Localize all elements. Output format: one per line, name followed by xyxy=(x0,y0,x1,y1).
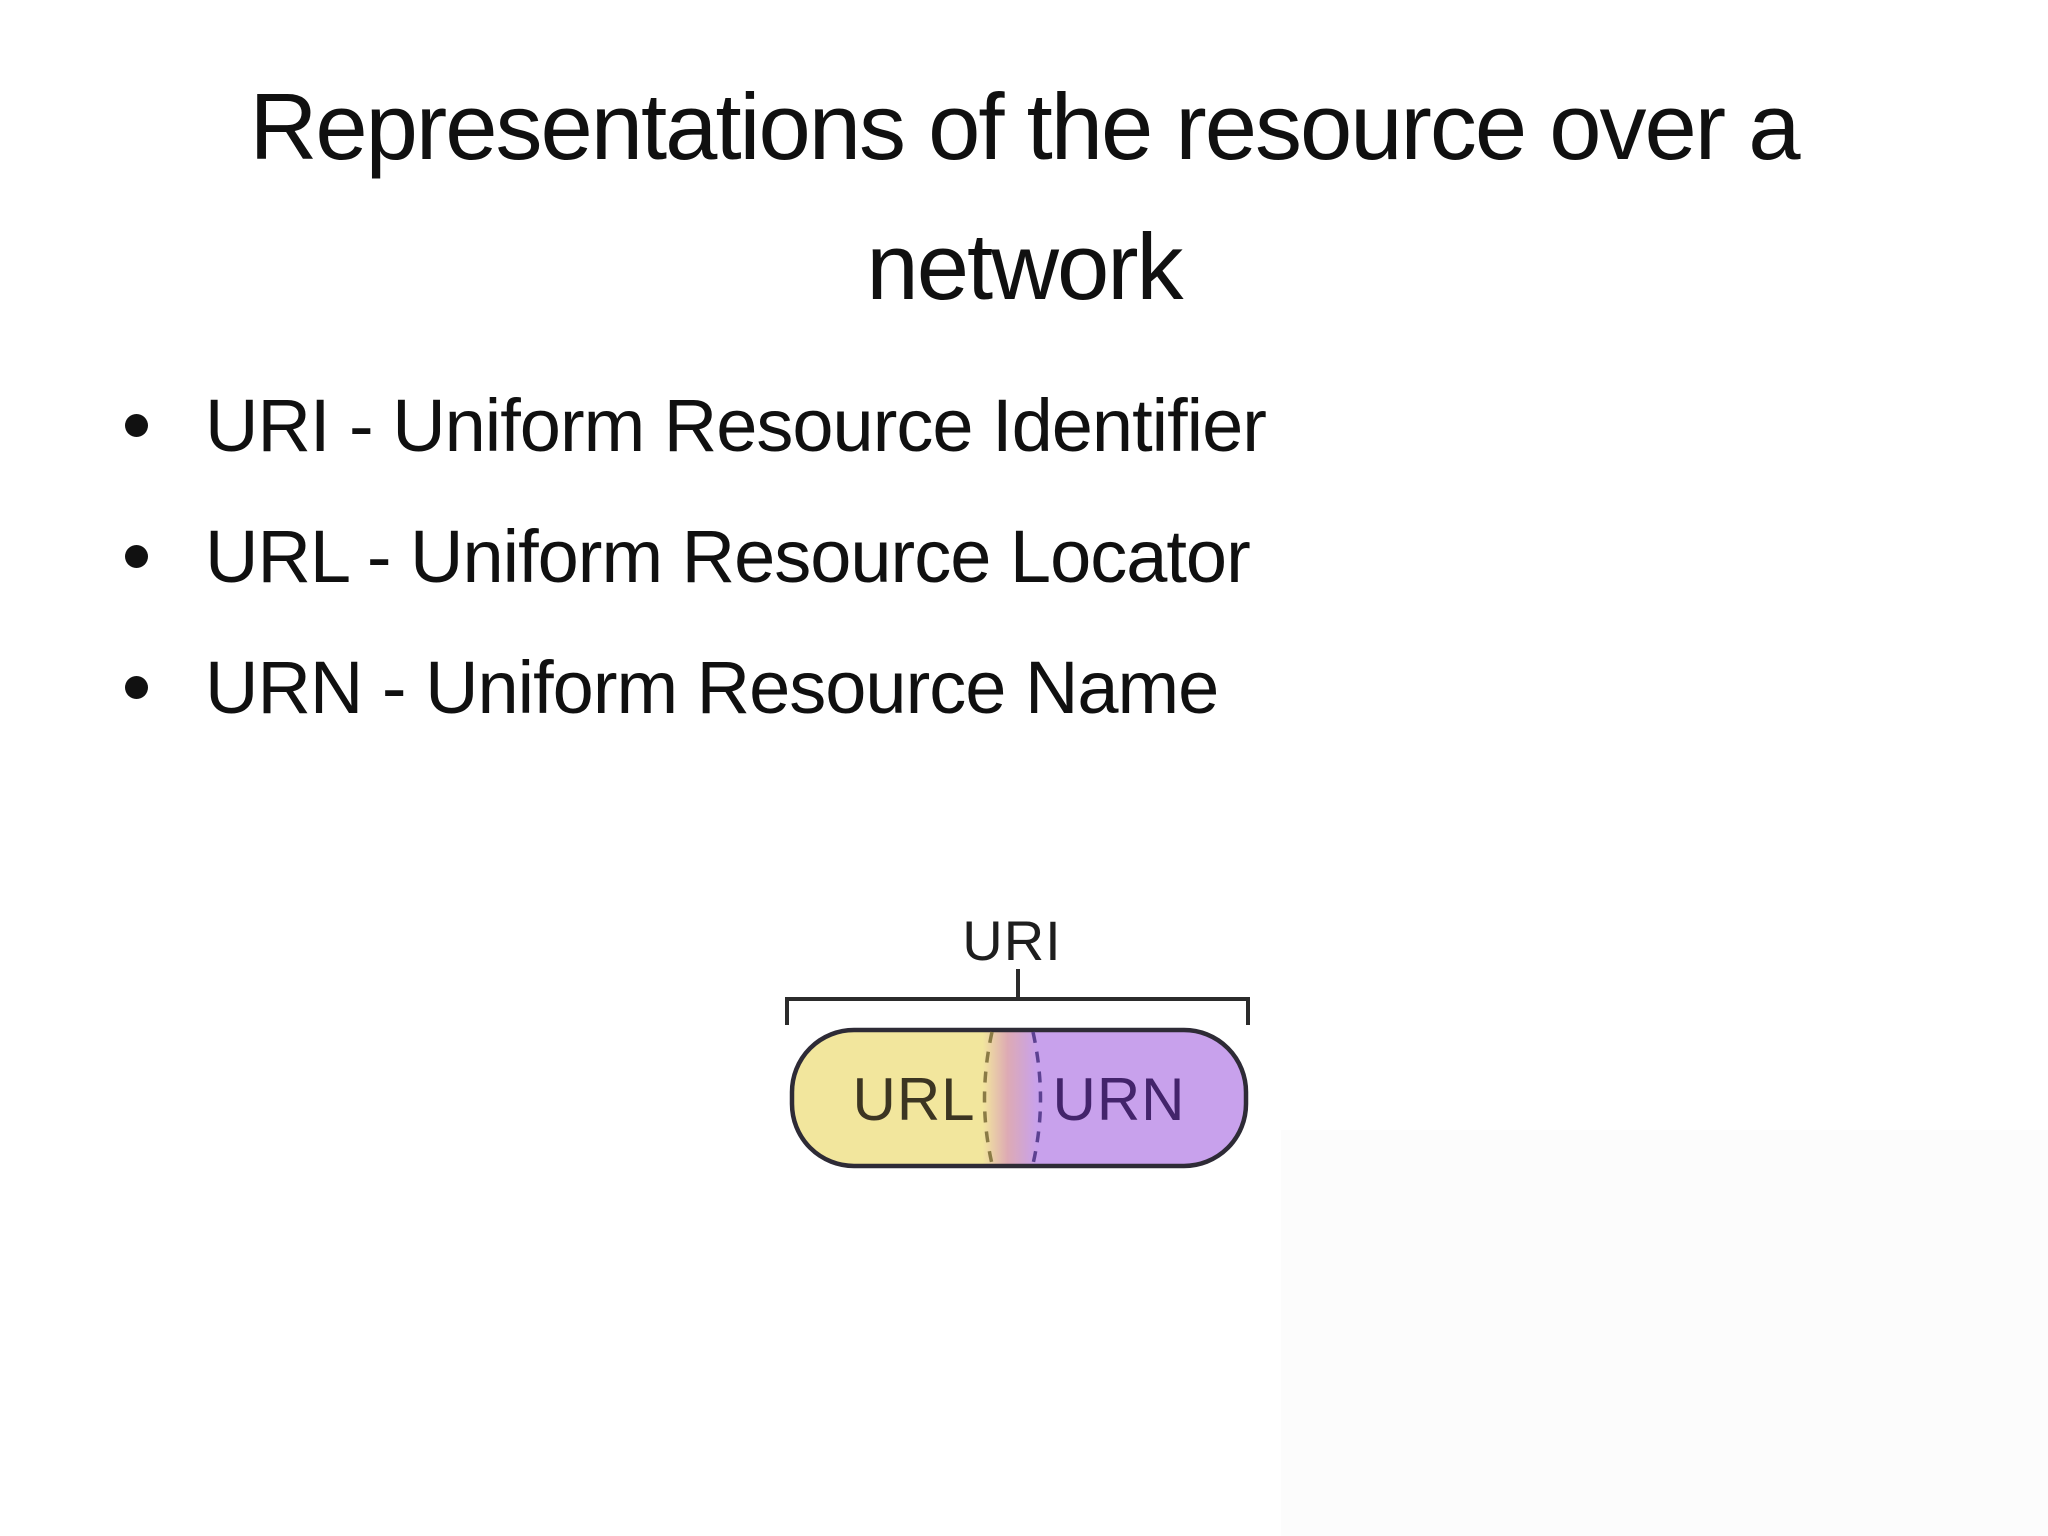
bullet-text-uri: URI - Uniform Resource Identifier xyxy=(205,384,1267,467)
bullet-icon xyxy=(125,676,148,699)
page-title: Representations of the resource over a n… xyxy=(0,57,2048,337)
bullet-icon xyxy=(125,414,148,437)
page-title-line-1: Representations of the resource over a xyxy=(249,74,1800,179)
url-label: URL xyxy=(852,1066,975,1133)
urn-label: URN xyxy=(1053,1066,1186,1133)
page-title-line-2: network xyxy=(866,214,1183,319)
bullet-text-urn: URN - Uniform Resource Name xyxy=(205,646,1219,729)
list-item-urn: URN - Uniform Resource Name xyxy=(0,622,1266,753)
list-item-url: URL - Uniform Resource Locator xyxy=(0,491,1266,622)
bullet-list: URI - Uniform Resource Identifier URL - … xyxy=(0,360,1267,753)
url-urn-pill xyxy=(789,1027,1249,1169)
url-urn-divider-left xyxy=(982,1031,994,1165)
corner-shading xyxy=(1281,1130,2048,1536)
bullet-icon xyxy=(125,545,148,568)
uri-diagram: URI URL URN xyxy=(740,878,1320,1208)
uri-label: URI xyxy=(962,909,1061,972)
url-urn-divider-right xyxy=(1031,1031,1043,1165)
uri-bracket xyxy=(785,997,1250,1025)
list-item-uri: URI - Uniform Resource Identifier xyxy=(0,360,1267,491)
bullet-text-url: URL - Uniform Resource Locator xyxy=(205,515,1251,598)
